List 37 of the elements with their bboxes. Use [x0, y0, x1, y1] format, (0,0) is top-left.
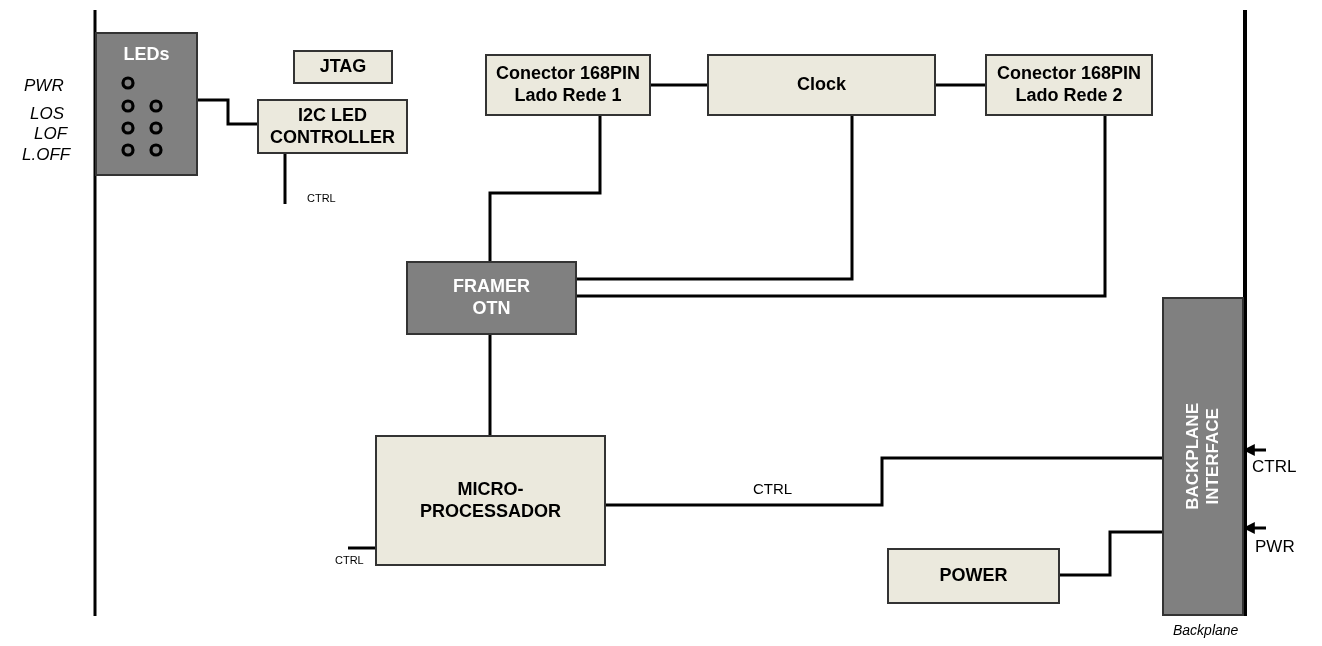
process-box	[375, 435, 606, 566]
node-label: Conector 168PIN Lado Rede 1	[494, 63, 641, 107]
node-label: Conector 168PIN Lado Rede 2	[995, 63, 1142, 107]
node-label: MICRO- PROCESSADOR	[419, 478, 562, 523]
side-label: PWR	[24, 76, 64, 96]
side-label: L.OFF	[22, 145, 71, 165]
node-label: JTAG	[319, 56, 367, 78]
edge-label: CTRL	[306, 192, 337, 204]
connector	[283, 154, 287, 204]
side-label: LOS	[30, 104, 65, 124]
connector	[1060, 530, 1162, 577]
connector	[651, 83, 707, 87]
connector	[488, 116, 602, 261]
interface-bar	[1162, 297, 1244, 616]
process-box	[406, 261, 577, 335]
connector	[936, 83, 985, 87]
node-label: LEDs	[123, 44, 170, 66]
process-box	[485, 54, 651, 116]
connector	[488, 335, 492, 435]
process-box	[707, 54, 936, 116]
node-label: POWER	[939, 565, 1008, 587]
node-label: FRAMER OTN	[452, 276, 531, 320]
process-box	[257, 99, 408, 154]
connector	[577, 116, 1107, 298]
connector	[606, 456, 1162, 507]
process-box	[293, 50, 393, 84]
process-box	[985, 54, 1153, 116]
node-label: Clock	[797, 74, 846, 96]
process-box	[887, 548, 1060, 604]
connector	[198, 98, 257, 126]
node-label: BACKPLANE INTERFACE	[1182, 403, 1223, 510]
connector	[577, 116, 854, 281]
led-panel	[95, 32, 198, 176]
node-label: I2C LED CONTROLLER	[269, 104, 396, 149]
side-label: LOF	[34, 124, 68, 144]
connector	[348, 546, 375, 550]
edge-label: CTRL	[334, 554, 365, 566]
